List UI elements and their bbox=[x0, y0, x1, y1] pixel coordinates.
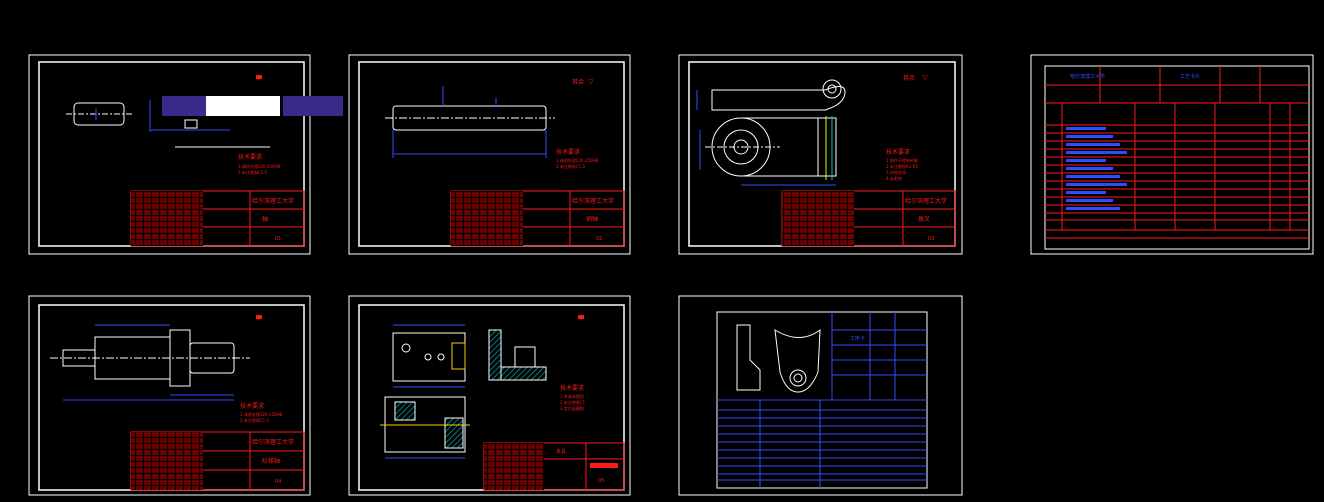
sheet-4: 哈尔滨理工大学 工艺卡片 bbox=[1030, 54, 1314, 255]
table-cell-text bbox=[1066, 127, 1106, 130]
shaft-end-view bbox=[66, 102, 132, 126]
sheet-7: 工序卡 bbox=[678, 295, 963, 496]
title-block: 哈尔滨理工大学 阶梯轴 04 bbox=[130, 431, 305, 491]
stepped-shaft bbox=[50, 329, 250, 387]
part-name: 工序卡 bbox=[850, 335, 865, 342]
part-name: 销轴 bbox=[586, 215, 598, 223]
table-cell-text bbox=[1066, 143, 1120, 146]
tech-notes-title: 技术要求 bbox=[560, 384, 584, 392]
title-block: 哈尔滨理工大学 轴 01 bbox=[130, 190, 305, 247]
table-cell-text bbox=[1066, 207, 1120, 210]
table-cell-text bbox=[1066, 175, 1120, 178]
dimension-lines bbox=[149, 100, 230, 132]
tech-notes-title: 技术要求 bbox=[556, 148, 580, 156]
table-cell-text bbox=[1066, 159, 1106, 162]
fork-part bbox=[705, 79, 846, 180]
drawing-number: 03 bbox=[928, 236, 934, 242]
drawing-number: 04 bbox=[275, 479, 281, 485]
tech-note: 3.定位面磨削 bbox=[560, 405, 584, 411]
school-name: 哈尔滨理工大学 bbox=[252, 438, 294, 446]
table-cell-text bbox=[1066, 183, 1127, 186]
tech-note: 1.调质处理220-250HB bbox=[238, 163, 281, 169]
tech-note: 2.未注圆角R3-R5 bbox=[886, 163, 918, 169]
sheet-3: 其余 ▽ 技术要求 1.铸件不得有砂眼 2.未注圆角R3-R5 3.时效处理 4… bbox=[678, 54, 963, 255]
table-cell-text bbox=[1066, 151, 1127, 154]
roughness-symbol: ▽ bbox=[588, 78, 594, 86]
fixture-views bbox=[380, 329, 547, 453]
title-block: 夹具 05 bbox=[483, 442, 625, 491]
tech-note: 3.时效处理 bbox=[886, 169, 906, 175]
table-cell-text bbox=[1066, 135, 1113, 138]
sheet-2: 其余 ▽ 技术要求 1.调质处理220-250HB 2.未注倒角C1.5 哈尔滨… bbox=[348, 54, 631, 255]
selection-band bbox=[283, 96, 343, 116]
school-name: 哈尔滨理工大学 bbox=[252, 197, 294, 205]
part-name: 工艺卡片 bbox=[1180, 73, 1200, 80]
table-cell-text bbox=[1066, 167, 1113, 170]
fork-sketch bbox=[736, 324, 821, 393]
tech-note: 1.调质处理220-250HB bbox=[556, 157, 599, 163]
operation-card bbox=[717, 312, 927, 488]
tech-note: 2.未注倒角C1.5 bbox=[238, 169, 267, 175]
process-table bbox=[1045, 66, 1309, 239]
part-name: 阶梯轴 bbox=[262, 457, 280, 465]
tech-note: 1.铸件不得有砂眼 bbox=[886, 157, 918, 163]
drawing-number: 01 bbox=[275, 236, 281, 242]
tech-note: 1.调质处理220-250HB bbox=[240, 411, 283, 417]
tech-note: 2.未注倒角C1 bbox=[560, 399, 586, 405]
sheet-6: ▽ 技术要求 1.夹具体铸造 2.未注倒角C1 3.定位面磨削 夹具 05 bbox=[348, 295, 631, 496]
title-block: 哈尔滨理工大学 销轴 02 bbox=[450, 190, 625, 247]
sheet-1: ▽ 技术要求 1.调质处理220-250HB 2.未注倒角C1.5 哈尔滨理工大… bbox=[28, 54, 343, 255]
drawing-number: 02 bbox=[596, 236, 602, 242]
roughness-label: 其余 bbox=[903, 74, 915, 82]
tech-note: 2.未注倒角C1.5 bbox=[556, 163, 585, 169]
drawing-number: 05 bbox=[598, 478, 604, 484]
school-name: 哈尔滨理工大学 bbox=[905, 197, 947, 205]
title-block: 哈尔滨理工大学 拨叉 03 bbox=[781, 190, 956, 247]
part-name: 轴 bbox=[262, 215, 268, 223]
tech-notes-title: 技术要求 bbox=[886, 148, 910, 156]
roughness-label: 其余 bbox=[572, 78, 584, 86]
roughness-symbol: ▽ bbox=[922, 74, 928, 82]
tech-note: 2.未注倒角C1.5 bbox=[240, 417, 269, 423]
table-cell-text bbox=[1066, 191, 1106, 194]
pin-shaft bbox=[385, 86, 555, 131]
school-name: 哈尔滨理工大学 bbox=[572, 197, 614, 205]
tech-notes-title: 技术要求 bbox=[240, 402, 264, 410]
tech-note: 4.去毛刺 bbox=[886, 175, 902, 181]
selection-band bbox=[162, 96, 206, 116]
school-name: 哈尔滨理工大学 bbox=[1070, 73, 1105, 80]
part-name: 夹具 bbox=[556, 448, 566, 455]
part-name: 拨叉 bbox=[918, 215, 930, 223]
sheet-5: ▽ 技术要求 1.调质处理220-250HB 2.未注倒角C1.5 哈尔滨理工大… bbox=[28, 295, 311, 496]
selection-band bbox=[206, 96, 280, 116]
tech-notes-title: 技术要求 bbox=[238, 153, 262, 161]
table-cell-text bbox=[1066, 199, 1113, 202]
tech-note: 1.夹具体铸造 bbox=[560, 393, 584, 399]
